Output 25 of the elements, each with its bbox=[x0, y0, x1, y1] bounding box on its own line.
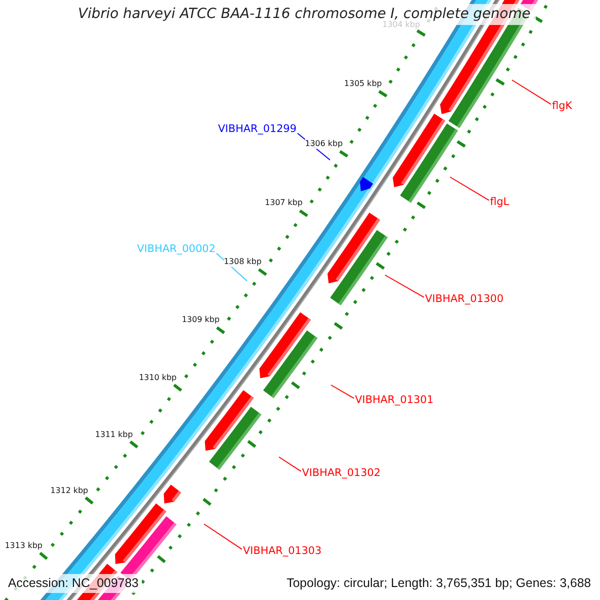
gene-label: flgL bbox=[490, 196, 510, 208]
gene-label: VIBHAR_01303 bbox=[243, 545, 322, 557]
scale-label: 1312 kbp bbox=[50, 486, 88, 496]
scale-label: 1304 kbp bbox=[382, 20, 420, 30]
scale-label: 1309 kbp bbox=[182, 315, 220, 325]
scale-label: 1305 kbp bbox=[344, 78, 382, 89]
leader-line bbox=[450, 176, 490, 201]
scale-label: 1307 kbp bbox=[264, 198, 303, 208]
scale-label: 1311 kbp bbox=[95, 430, 133, 440]
leader-line bbox=[278, 456, 302, 472]
scale-label: 1306 kbp bbox=[305, 139, 343, 149]
leader-line bbox=[330, 384, 354, 399]
gene-label: flgK bbox=[552, 100, 572, 112]
gene-label: VIBHAR_01301 bbox=[355, 394, 434, 406]
gene-label: VIBHAR_01299 bbox=[218, 123, 297, 135]
gene-label: VIBHAR_01302 bbox=[302, 467, 381, 479]
leader-line bbox=[512, 80, 552, 105]
scale-label: 1308 kbp bbox=[224, 257, 262, 267]
scale-label: 1313 kbp bbox=[4, 541, 43, 551]
gene-label: VIBHAR_01300 bbox=[425, 293, 504, 305]
gene-label: VIBHAR_00002 bbox=[137, 243, 216, 255]
leader-line bbox=[384, 274, 424, 298]
accession-label: Accession: NC_009783 bbox=[5, 574, 142, 593]
scale-label: 1310 kbp bbox=[138, 372, 177, 382]
leader-line bbox=[204, 524, 242, 550]
